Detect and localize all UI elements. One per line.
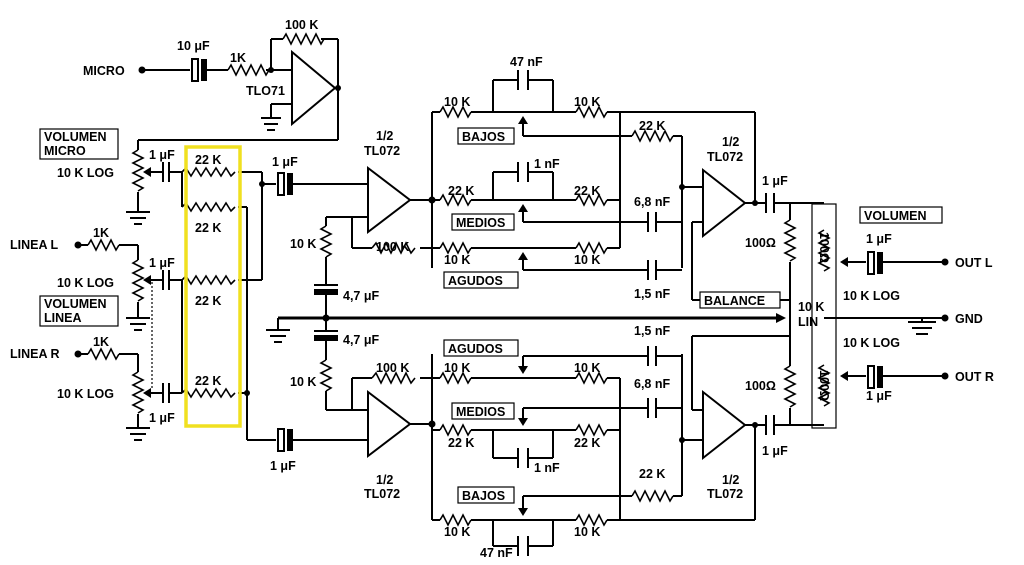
label-cap-47u-b: 4,7 μF	[343, 333, 379, 347]
label-r100ohm-bot: 100Ω	[745, 379, 776, 393]
label-bal-10k: 10 K	[798, 300, 824, 314]
label-cap-10u: 10 μF	[177, 39, 210, 53]
mix-network	[162, 145, 276, 441]
label-opamp-bot-half: 1/2	[376, 473, 393, 487]
label-r100k-top: 100 K	[376, 240, 409, 254]
label-pot-linea: 10 K LOG	[57, 276, 114, 290]
label-r10k-agudos-l: 10 K	[444, 253, 470, 267]
label-cap-1u-bot: 1 μF	[270, 459, 296, 473]
label-out-r: OUT R	[955, 370, 994, 384]
label-r22k-top: 22 K	[639, 119, 665, 133]
label-r22k-medios-r: 22 K	[574, 184, 600, 198]
label-volumen-linea-2: LINEA	[44, 311, 82, 325]
label-r22k-bot: 22 K	[639, 467, 665, 481]
label-agudos-bot: AGUDOS	[448, 342, 503, 356]
label-agudos-top: AGUDOS	[448, 274, 503, 288]
micro-preamp	[138, 32, 341, 141]
label-r22k-medios-br: 22 K	[574, 436, 600, 450]
coupling-caps	[277, 172, 368, 452]
label-micro: MICRO	[83, 64, 125, 78]
label-r22k-medios-bl: 22 K	[448, 436, 474, 450]
label-tl071: TLO71	[246, 84, 285, 98]
label-bajos-bot: BAJOS	[462, 489, 505, 503]
label-out-l: OUT L	[955, 256, 993, 270]
label-r10k-agudos-r: 10 K	[574, 253, 600, 267]
label-balance: BALANCE	[704, 294, 765, 308]
label-gnd: GND	[955, 312, 983, 326]
label-c15n-top: 1,5 nF	[634, 287, 670, 301]
label-r10k-bias-top: 10 K	[290, 237, 316, 251]
label-cap-outr: 1 μF	[866, 389, 892, 403]
mix-opamps	[351, 112, 436, 520]
label-c15n-bot: 1,5 nF	[634, 324, 670, 338]
label-r22k-medios-l: 22 K	[448, 184, 474, 198]
label-cap-1u-top: 1 μF	[272, 155, 298, 169]
label-opamp-top-part: TL072	[364, 144, 400, 158]
label-pot-out-r: 10 K LOG	[843, 336, 900, 350]
label-r10k-bajos-bl: 10 K	[444, 525, 470, 539]
label-pot-linea-r: 10 K LOG	[57, 387, 114, 401]
label-r10k-agudos-br: 10 K	[574, 361, 600, 375]
label-pot-micro: 10 K LOG	[57, 166, 114, 180]
label-r10k-bias-bot: 10 K	[290, 375, 316, 389]
label-out-opamp-top-part: TL072	[707, 150, 743, 164]
label-c68n-bot: 6,8 nF	[634, 377, 670, 391]
label-linea-l: LINEA L	[10, 238, 59, 252]
label-r100k-micro: 100 K	[285, 18, 318, 32]
label-r100k-bot: 100 K	[376, 361, 409, 375]
tone-bottom	[431, 346, 703, 556]
label-r22k-4: 22 K	[195, 374, 221, 388]
label-r10k-bajos-l: 10 K	[444, 95, 470, 109]
label-r1k-r: 1K	[93, 335, 109, 349]
label-c68n-top: 6,8 nF	[634, 195, 670, 209]
label-r10k-bajos-br: 10 K	[574, 525, 600, 539]
label-linea-r: LINEA R	[10, 347, 60, 361]
label-c1n-top: 1 nF	[534, 157, 560, 171]
label-cap-out-top: 1 μF	[762, 174, 788, 188]
label-opamp-top-half: 1/2	[376, 129, 393, 143]
label-cap-outl: 1 μF	[866, 232, 892, 246]
bias-network	[266, 216, 786, 411]
label-c1n-bot: 1 nF	[534, 461, 560, 475]
label-bajos-top: BAJOS	[462, 130, 505, 144]
label-r100ohm-top: 100Ω	[745, 236, 776, 250]
label-r22k-1: 22 K	[195, 153, 221, 167]
label-medios-top: MEDIOS	[456, 216, 505, 230]
label-r100ohm-v-top: 100Ω	[817, 232, 831, 263]
label-medios-bot: MEDIOS	[456, 405, 505, 419]
label-volumen-out: VOLUMEN	[864, 209, 927, 223]
label-r1k-micro: 1K	[230, 51, 246, 65]
label-cap-47u-a: 4,7 μF	[343, 289, 379, 303]
label-bal-lin: LIN	[798, 315, 818, 329]
label-cap-1u-c: 1 μF	[149, 411, 175, 425]
labels: MICRO 10 μF 1K 100 K TLO71 VOLUMEN MICRO…	[10, 18, 994, 560]
label-out-opamp-top-half: 1/2	[722, 135, 739, 149]
label-out-opamp-bot-half: 1/2	[722, 473, 739, 487]
output-section	[790, 202, 949, 429]
label-r22k-2: 22 K	[195, 221, 221, 235]
label-r100ohm-v-bot: 100Ω	[817, 370, 831, 401]
label-volumen-micro-2: MICRO	[44, 144, 86, 158]
label-cap-1u-b: 1 μF	[149, 256, 175, 270]
input-pots	[74, 140, 162, 441]
label-r10k-bajos-r: 10 K	[574, 95, 600, 109]
label-r1k-l: 1K	[93, 226, 109, 240]
label-volumen-micro-1: VOLUMEN	[44, 130, 107, 144]
label-cap-1u-a: 1 μF	[149, 148, 175, 162]
label-pot-out-l: 10 K LOG	[843, 289, 900, 303]
label-volumen-linea-1: VOLUMEN	[44, 297, 107, 311]
label-opamp-bot-part: TL072	[364, 487, 400, 501]
label-r22k-3: 22 K	[195, 294, 221, 308]
label-out-opamp-bot-part: TL072	[707, 487, 743, 501]
label-c47n-top: 47 nF	[510, 55, 543, 69]
label-r10k-agudos-bl: 10 K	[444, 361, 470, 375]
label-c47n-bot: 47 nF	[480, 546, 513, 560]
tone-top	[432, 70, 703, 280]
label-cap-out-bot: 1 μF	[762, 444, 788, 458]
